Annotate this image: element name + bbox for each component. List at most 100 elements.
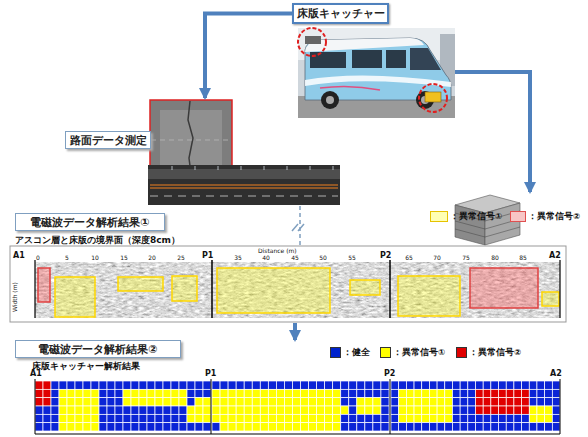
text-label: Width (m) <box>12 282 18 312</box>
grid-cell <box>260 406 268 414</box>
grid-cell <box>317 423 325 431</box>
grid-cell <box>236 414 244 422</box>
grid-cell <box>99 381 107 389</box>
grid-cell <box>414 423 422 431</box>
grid-cell <box>406 389 414 397</box>
grid-cell <box>483 423 491 431</box>
grid-cell <box>115 423 123 431</box>
grid-cell <box>437 381 445 389</box>
grid-cell <box>552 398 560 406</box>
grid-cell <box>381 414 389 422</box>
grid-cell <box>123 406 131 414</box>
grid-cell <box>341 389 349 397</box>
grid-cell <box>276 398 284 406</box>
grid-cell <box>317 414 325 422</box>
grid-cell <box>514 381 522 389</box>
grid-bracket <box>35 379 560 434</box>
grid-cell <box>236 389 244 397</box>
grid-cell <box>317 389 325 397</box>
grid-cell <box>67 398 75 406</box>
flow-arrow <box>293 323 297 340</box>
grid-cell <box>301 406 309 414</box>
title-box: 床版キャッチャー <box>292 3 389 24</box>
text-label: P2 <box>384 370 395 378</box>
axis-tick: 10 <box>91 255 99 261</box>
grid-cell <box>187 406 195 414</box>
grid-cell <box>333 423 341 431</box>
grid-cell <box>491 423 499 431</box>
grid-cell <box>357 414 365 422</box>
grid-cell <box>483 389 491 397</box>
grid-cell <box>422 423 430 431</box>
grid-cell <box>429 381 437 389</box>
grid-cell <box>325 381 333 389</box>
flow-arrow <box>205 14 292 99</box>
grid-cell <box>268 406 276 414</box>
grid-cell <box>292 423 300 431</box>
text-label: P1 <box>202 252 213 260</box>
grid-cell <box>131 423 139 431</box>
grid-cell <box>51 423 59 431</box>
grid-cell <box>552 423 560 431</box>
grid-cell <box>365 423 373 431</box>
grid-cell <box>203 406 211 414</box>
grid-cell <box>220 389 228 397</box>
grid-cell <box>414 406 422 414</box>
grid-cell <box>309 389 317 397</box>
grid-cell <box>51 414 59 422</box>
grid-cell <box>422 398 430 406</box>
grid-cell <box>131 389 139 397</box>
grid-cell <box>422 406 430 414</box>
grid-cell <box>284 406 292 414</box>
grid-cell <box>373 381 381 389</box>
axis-tick: 55 <box>348 255 356 261</box>
grid-cell <box>491 398 499 406</box>
grid-cell <box>212 381 220 389</box>
grid-cell <box>179 414 187 422</box>
grid-cell <box>43 398 51 406</box>
grid-cell <box>163 423 171 431</box>
axis-tick: 20 <box>148 255 156 261</box>
grid-cell <box>422 381 430 389</box>
grid-cell <box>147 381 155 389</box>
legend-swatch <box>456 347 467 358</box>
grid-cell <box>445 389 453 397</box>
grid-cell <box>252 406 260 414</box>
axis-tick: 65 <box>405 255 413 261</box>
legend-text: ：健全 <box>343 348 370 357</box>
legend-text: ：異常信号② <box>469 348 521 357</box>
grid-cell <box>460 406 468 414</box>
grid-cell <box>391 406 399 414</box>
grid-cell <box>468 423 476 431</box>
grid-cell <box>83 398 91 406</box>
grid-cell <box>333 381 341 389</box>
grid-cell <box>115 389 123 397</box>
grid-cell <box>399 389 407 397</box>
grid-cell <box>545 423 553 431</box>
grid-cell <box>365 381 373 389</box>
grid-cell <box>301 398 309 406</box>
axis-tick: 75 <box>462 255 470 261</box>
grid-cell <box>220 406 228 414</box>
text-label: P1 <box>205 370 216 378</box>
grid-cell <box>301 414 309 422</box>
grid-cell <box>212 423 220 431</box>
grid-cell <box>552 414 560 422</box>
grid-cell <box>115 398 123 406</box>
grid-cell <box>284 423 292 431</box>
grid-cell <box>406 406 414 414</box>
grid-cell <box>341 406 349 414</box>
grid-cell <box>373 414 381 422</box>
grid-cell <box>59 423 67 431</box>
grid-cell <box>59 406 67 414</box>
grid-cell <box>75 398 83 406</box>
grid-cell <box>91 423 99 431</box>
axis-tick: 85 <box>519 255 527 261</box>
grid-cell <box>514 414 522 422</box>
grid-cell <box>203 389 211 397</box>
grid-cell <box>268 389 276 397</box>
grid-cell <box>452 406 460 414</box>
grid-cell <box>537 389 545 397</box>
grid-cell <box>491 381 499 389</box>
grid-cell <box>260 423 268 431</box>
